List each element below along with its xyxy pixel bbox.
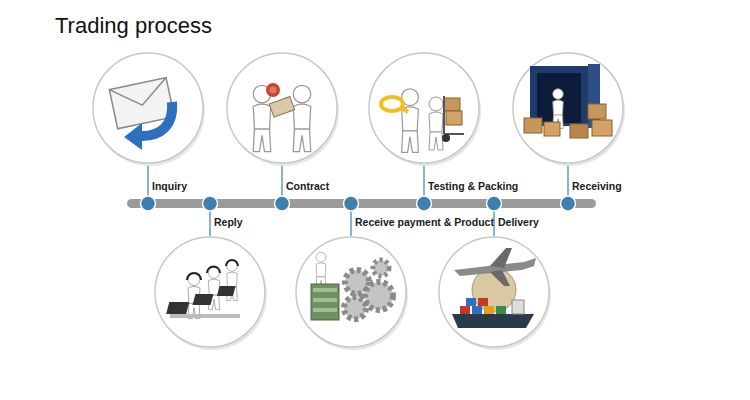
contract-icon [293, 85, 311, 151]
payment-icon [313, 298, 337, 302]
timeline-dot [561, 196, 576, 211]
payment-icon [313, 308, 337, 312]
step-label: Inquiry [152, 180, 187, 193]
delivery-icon [466, 298, 476, 306]
call-centre-icon [207, 267, 220, 274]
leader-line [281, 164, 282, 197]
step-label: Reply [214, 216, 243, 229]
timeline-bar [127, 199, 596, 208]
testing-icon [442, 134, 450, 142]
call-centre-icon [193, 294, 214, 305]
step-label: Receive payment & Product [355, 216, 494, 229]
timeline-dot [203, 196, 218, 211]
picture-circle [296, 237, 406, 347]
diagram-title: Trading process [55, 13, 212, 39]
delivery-icon [472, 306, 482, 314]
testing-icon [446, 111, 462, 125]
delivery-icon [460, 306, 470, 314]
payment-icon [373, 260, 389, 276]
timeline-dot [417, 196, 432, 211]
container-icon [588, 104, 606, 119]
picture-circle [227, 53, 337, 163]
picture-circle [369, 53, 479, 163]
step-label: Contract [286, 180, 329, 193]
delivery-icon [512, 300, 524, 314]
delivery-icon [452, 314, 534, 328]
delivery-icon [496, 306, 506, 314]
picture-circle [93, 53, 625, 350]
contract-icon [253, 85, 271, 151]
payment-icon [311, 284, 339, 320]
step-label: Testing & Packing [428, 180, 518, 193]
contract-icon [270, 87, 277, 94]
payment-icon [344, 297, 366, 319]
timeline-dot [141, 196, 156, 211]
step-label: Receiving [572, 180, 622, 193]
timeline-dot [344, 196, 359, 211]
call-centre-icon [217, 286, 236, 296]
contract-icon [266, 83, 280, 97]
leader-line [147, 164, 148, 197]
delivery-icon [484, 306, 494, 314]
leader-line [350, 210, 351, 236]
container-icon [592, 120, 612, 136]
timeline-dot [487, 196, 502, 211]
leader-line [567, 164, 568, 197]
container-icon [544, 122, 560, 136]
call-centre-icon [226, 260, 238, 266]
leader-line [423, 164, 424, 197]
testing-icon [381, 97, 403, 111]
call-centre-icon [187, 273, 201, 280]
envelope-icon [109, 78, 174, 150]
leader-line [148, 164, 568, 236]
leader-line [209, 210, 210, 236]
container-icon [524, 118, 542, 133]
testing-icon [443, 96, 445, 134]
call-centre-icon [166, 302, 189, 314]
call-centre-icon [170, 314, 240, 318]
delivery-icon [490, 248, 512, 268]
testing-icon [444, 98, 460, 111]
step-label: Delivery [498, 216, 539, 229]
testing-icon [381, 89, 464, 153]
payment-icon [365, 282, 393, 310]
envelope-icon [109, 78, 170, 112]
envelope-icon [124, 123, 142, 150]
delivery-icon [478, 298, 488, 306]
picture-circle [439, 237, 549, 347]
container-icon [570, 124, 588, 138]
call-centre-icon [166, 260, 240, 319]
picture-circle [155, 237, 265, 347]
delivery-icon [490, 270, 510, 286]
envelope-icon [142, 102, 172, 136]
payment-icon [311, 252, 393, 320]
testing-icon [429, 97, 443, 150]
timeline-dot [275, 196, 290, 211]
picture-circle [93, 53, 203, 163]
contract-icon [269, 96, 294, 117]
delivery-icon [472, 268, 516, 312]
testing-icon [402, 89, 419, 153]
timeline-dot [141, 196, 576, 211]
container-icon [524, 64, 612, 138]
testing-icon [402, 108, 408, 112]
delivery-icon [452, 248, 536, 328]
payment-icon [313, 288, 337, 292]
picture-circle [513, 53, 623, 163]
contract-icon [253, 83, 311, 152]
